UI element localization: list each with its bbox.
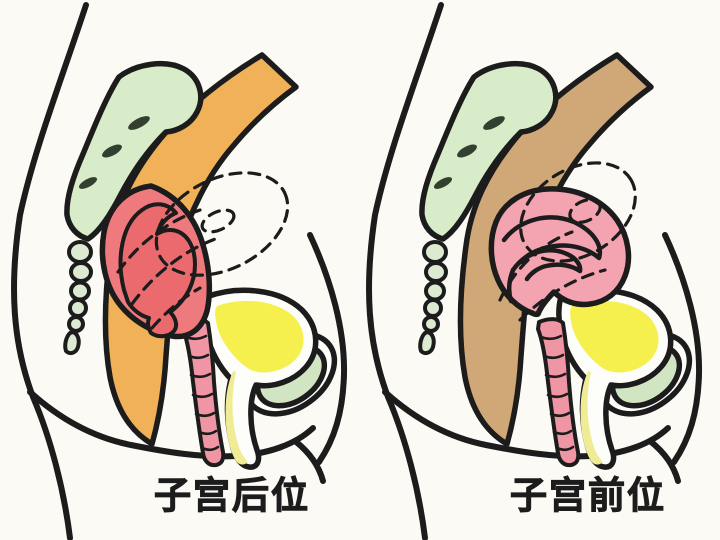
panel-uterus-retroverted: 子宫后位 (14, 5, 350, 538)
label-uterus-posterior: 子宫后位 (154, 474, 310, 517)
ghost-uterus-anteverted-outline (116, 171, 290, 330)
diagram-content: 子宫后位 子宫前位 (14, 5, 705, 538)
label-uterus-anterior: 子宫前位 (510, 474, 666, 517)
ghost-uterus-midline-outline (498, 161, 637, 322)
uterus-cavity (118, 202, 197, 339)
panel-uterus-anteverted: 子宫前位 (369, 5, 705, 538)
